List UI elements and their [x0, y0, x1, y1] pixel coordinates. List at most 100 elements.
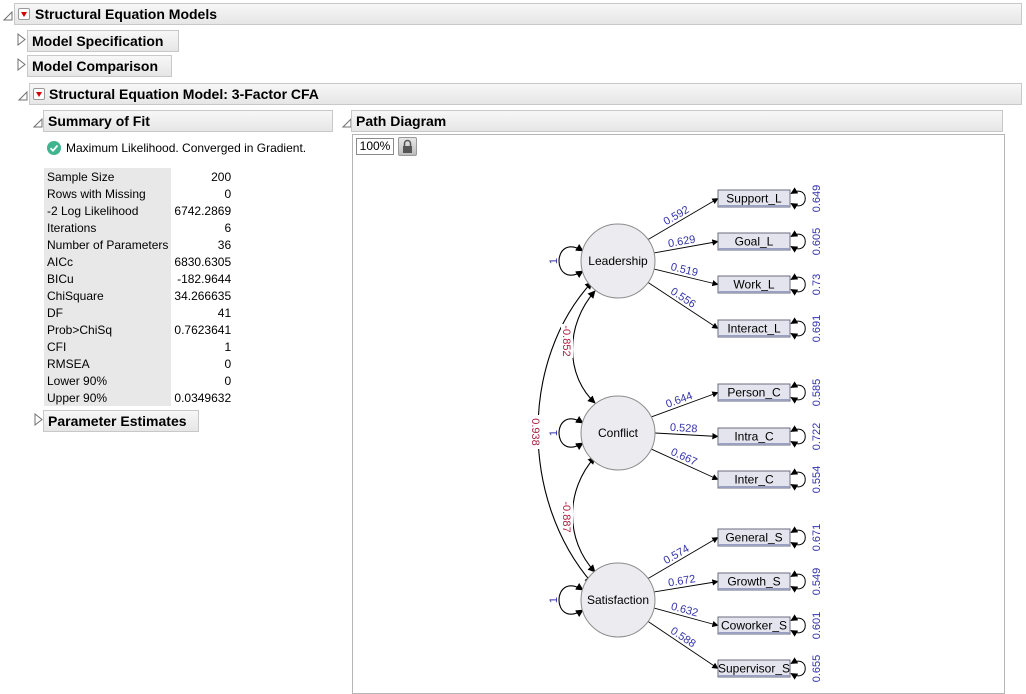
fit-stat-value: 0	[224, 356, 232, 371]
indicator-label: Intra_C	[734, 430, 774, 444]
fit-stat-value: 0	[224, 373, 232, 388]
indicator-label: Coworker_S	[721, 619, 787, 633]
loading-path	[647, 198, 719, 240]
fit-stat-value: 34.266635	[174, 288, 232, 303]
indicator-label: Work_L	[733, 278, 774, 292]
factor-variance-label: 1	[548, 597, 560, 603]
fit-stat-value: 200	[211, 169, 232, 184]
residual-loop	[790, 273, 806, 296]
covariance-value: -0.852	[560, 325, 572, 356]
fit-stat-value: 0.0349632	[174, 390, 232, 405]
loading-path	[647, 282, 719, 329]
parameter-estimates-header[interactable]: Parameter Estimates	[43, 410, 199, 432]
loading-path	[654, 239, 719, 254]
parameter-estimates-title: Parameter Estimates	[48, 413, 187, 429]
residual-loop	[790, 570, 806, 593]
fit-stat-value: -182.9644	[177, 271, 232, 286]
fit-stat-value: 6	[224, 220, 232, 235]
fit-stat-label: DF	[44, 304, 172, 321]
model-comparison-header[interactable]: Model Comparison	[27, 55, 172, 77]
residual-value: 0.549	[811, 568, 823, 596]
sem-model-header[interactable]: Structural Equation Model: 3-Factor CFA	[29, 83, 1022, 105]
residual-loop	[790, 425, 806, 448]
residual-loop	[790, 230, 806, 253]
loading-path	[654, 579, 719, 593]
fit-stat-value: 6830.6305	[174, 254, 232, 269]
sem-models-menu-button[interactable]	[18, 8, 30, 20]
indicator-label: General_S	[725, 531, 782, 545]
residual-loop	[790, 381, 806, 404]
loading-path	[651, 391, 719, 418]
residual-loop	[790, 526, 806, 549]
residual-loop	[790, 317, 806, 340]
summary-of-fit-title: Summary of Fit	[48, 113, 150, 129]
fit-stat-label: ChiSquare	[44, 287, 172, 304]
factor-variance-label: 1	[548, 258, 560, 264]
parameter-estimates-expand-toggle[interactable]	[34, 412, 43, 427]
covariance-path	[571, 290, 596, 404]
model-specification-title: Model Specification	[32, 33, 164, 49]
fit-stat-row: RMSEA 0	[44, 355, 234, 372]
loading-value: 0.644	[664, 390, 694, 411]
loading-path	[647, 537, 719, 579]
covariance-value: 0.938	[529, 418, 541, 446]
sem-models-title: Structural Equation Models	[35, 6, 218, 22]
model-comparison-expand-toggle[interactable]	[17, 57, 26, 72]
path-diagram-canvas[interactable]	[352, 134, 1005, 694]
indicator-label: Person_C	[727, 386, 781, 400]
sem-models-header[interactable]: Structural Equation Models	[14, 3, 1022, 25]
fit-stat-label: RMSEA	[44, 355, 172, 372]
variance-loop	[558, 583, 584, 617]
zoom-level-field[interactable]: 100%	[356, 138, 394, 155]
latent-factor-node	[580, 223, 656, 299]
path-diagram-header[interactable]: Path Diagram	[351, 110, 1003, 132]
model-specification-header[interactable]: Model Specification	[27, 30, 179, 52]
residual-value: 0.73	[811, 274, 823, 295]
latent-factor-label: Leadership	[588, 254, 648, 268]
fit-stat-label: Number of Parameters	[44, 236, 172, 253]
fit-stat-value: 0	[224, 186, 232, 201]
covariance-label-bg	[561, 324, 573, 358]
sem-model-title: Structural Equation Model: 3-Factor CFA	[49, 86, 319, 102]
indicator-label: Supervisor_S	[718, 662, 790, 676]
residual-value: 0.605	[811, 228, 823, 256]
sem-model-menu-button[interactable]	[33, 88, 45, 100]
residual-value: 0.601	[811, 612, 823, 640]
indicator-label: Growth_S	[727, 575, 780, 589]
fit-stat-label: -2 Log Likelihood	[44, 202, 172, 219]
residual-loop	[790, 614, 806, 637]
loading-path	[647, 621, 719, 669]
sem-models-collapse-toggle[interactable]	[2, 8, 13, 21]
loading-value: 0.629	[667, 234, 696, 251]
fit-stat-row: BICu -182.9644	[44, 270, 234, 287]
fit-stat-label: AICc	[44, 253, 172, 270]
residual-value: 0.585	[811, 379, 823, 407]
fit-stat-value: 1	[224, 339, 232, 354]
indicator-label: Interact_L	[727, 322, 781, 336]
fit-stat-value: 36	[217, 237, 232, 252]
fit-stat-row: Upper 90%0.0349632	[44, 389, 234, 406]
summary-of-fit-header[interactable]: Summary of Fit	[43, 110, 333, 132]
latent-factor-label: Conflict	[598, 426, 639, 440]
summary-of-fit-collapse-toggle[interactable]	[32, 115, 43, 128]
model-comparison-title: Model Comparison	[32, 58, 159, 74]
indicator-label: Goal_L	[735, 235, 774, 249]
fit-stat-label: Upper 90%	[44, 389, 172, 406]
fit-stat-value: 6742.2869	[174, 203, 232, 218]
lock-icon[interactable]	[398, 137, 417, 156]
fit-stat-label: BICu	[44, 270, 172, 287]
covariance-path	[571, 456, 596, 573]
variance-loop	[558, 416, 584, 450]
model-specification-expand-toggle[interactable]	[17, 32, 26, 47]
residual-loop	[790, 468, 806, 491]
convergence-status: Maximum Likelihood. Converged in Gradien…	[66, 141, 307, 155]
loading-path	[651, 448, 719, 481]
sem-model-collapse-toggle[interactable]	[17, 88, 28, 101]
